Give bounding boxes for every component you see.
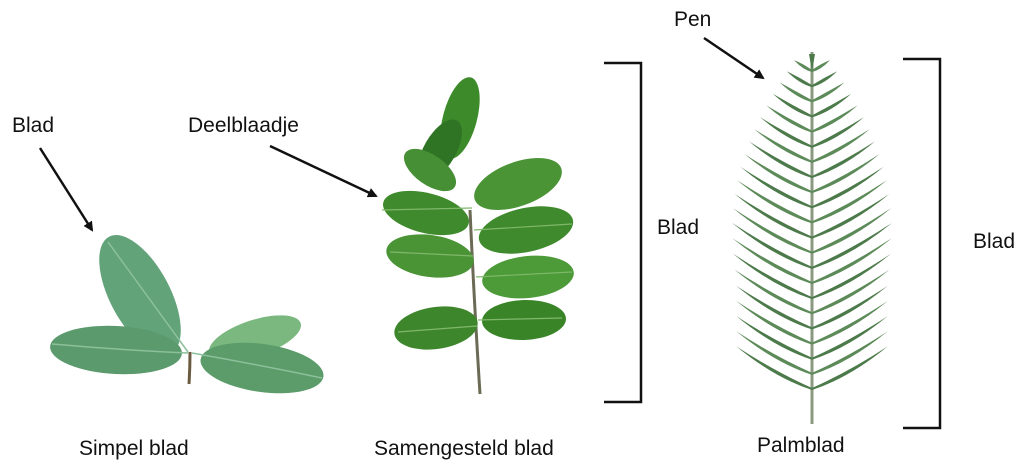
- pinna-arrow: [704, 38, 763, 78]
- palm-pinna: [812, 105, 858, 132]
- palm-pinna: [766, 105, 812, 132]
- palm-leaf-caption: Palmblad: [757, 434, 845, 458]
- palm-pinna: [787, 71, 812, 87]
- pinna-label: Pen: [674, 8, 711, 32]
- compound-leaf-bracket-label: Blad: [657, 216, 699, 240]
- palm-leaf-illustration: [732, 52, 892, 424]
- compound-leaf-bracket: [604, 63, 641, 402]
- compound-leaf-illustration: [378, 73, 577, 394]
- palm-pinna: [760, 117, 812, 148]
- palm-pinna: [812, 117, 864, 148]
- palm-pinna: [794, 60, 812, 72]
- simple-leaf-caption: Simpel blad: [79, 437, 189, 461]
- leaflet-label: Deelblaadje: [188, 114, 299, 138]
- palm-leaf-bracket: [903, 59, 940, 428]
- palm-pinna: [812, 60, 830, 72]
- compound-leaf-caption: Samengesteld blad: [374, 437, 554, 461]
- simple-leaf-arrow: [40, 148, 92, 230]
- simple-leaf-illustration: [49, 223, 327, 401]
- leaflet-arrow: [270, 146, 376, 196]
- palm-leaf-bracket-label: Blad: [973, 230, 1015, 254]
- palm-pinna: [812, 71, 837, 87]
- simple-leaf-label: Blad: [12, 114, 54, 138]
